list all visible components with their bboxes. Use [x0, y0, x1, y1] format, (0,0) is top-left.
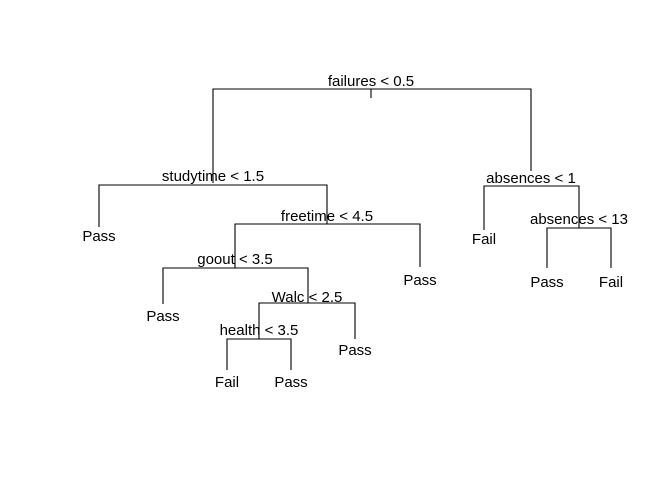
node-goout: goout < 3.5 Pass: [146, 251, 309, 325]
node-freetime: freetime < 4.5 Pass: [234, 208, 437, 289]
split-label-health: health < 3.5: [220, 322, 299, 339]
split-label-failures: failures < 0.5: [328, 73, 414, 90]
leaf-absences-13-right: Fail: [599, 274, 623, 291]
leaf-studytime-left: Pass: [82, 228, 115, 245]
node-failures: failures < 0.5: [212, 73, 532, 183]
leaf-freetime-right: Pass: [403, 272, 436, 289]
split-label-freetime: freetime < 4.5: [281, 208, 373, 225]
split-label-walc: Walc < 2.5: [272, 289, 343, 306]
node-absences-1: absences < 1 Fail: [472, 170, 580, 248]
split-label-goout: goout < 3.5: [197, 251, 272, 268]
leaf-health-right: Pass: [274, 374, 307, 391]
leaf-health-left: Fail: [215, 374, 239, 391]
leaf-absences-1-left: Fail: [472, 231, 496, 248]
node-studytime: studytime < 1.5 Pass: [82, 168, 328, 245]
leaf-goout-left: Pass: [146, 308, 179, 325]
split-label-absences-1: absences < 1: [486, 170, 576, 187]
node-health: health < 3.5 Fail Pass: [215, 322, 308, 391]
node-absences-13: absences < 13 Pass Fail: [530, 211, 628, 291]
split-label-studytime: studytime < 1.5: [162, 168, 264, 185]
split-label-absences-13: absences < 13: [530, 211, 628, 228]
node-walc: Walc < 2.5 Pass: [258, 289, 372, 359]
leaf-walc-right: Pass: [338, 342, 371, 359]
leaf-absences-13-left: Pass: [530, 274, 563, 291]
